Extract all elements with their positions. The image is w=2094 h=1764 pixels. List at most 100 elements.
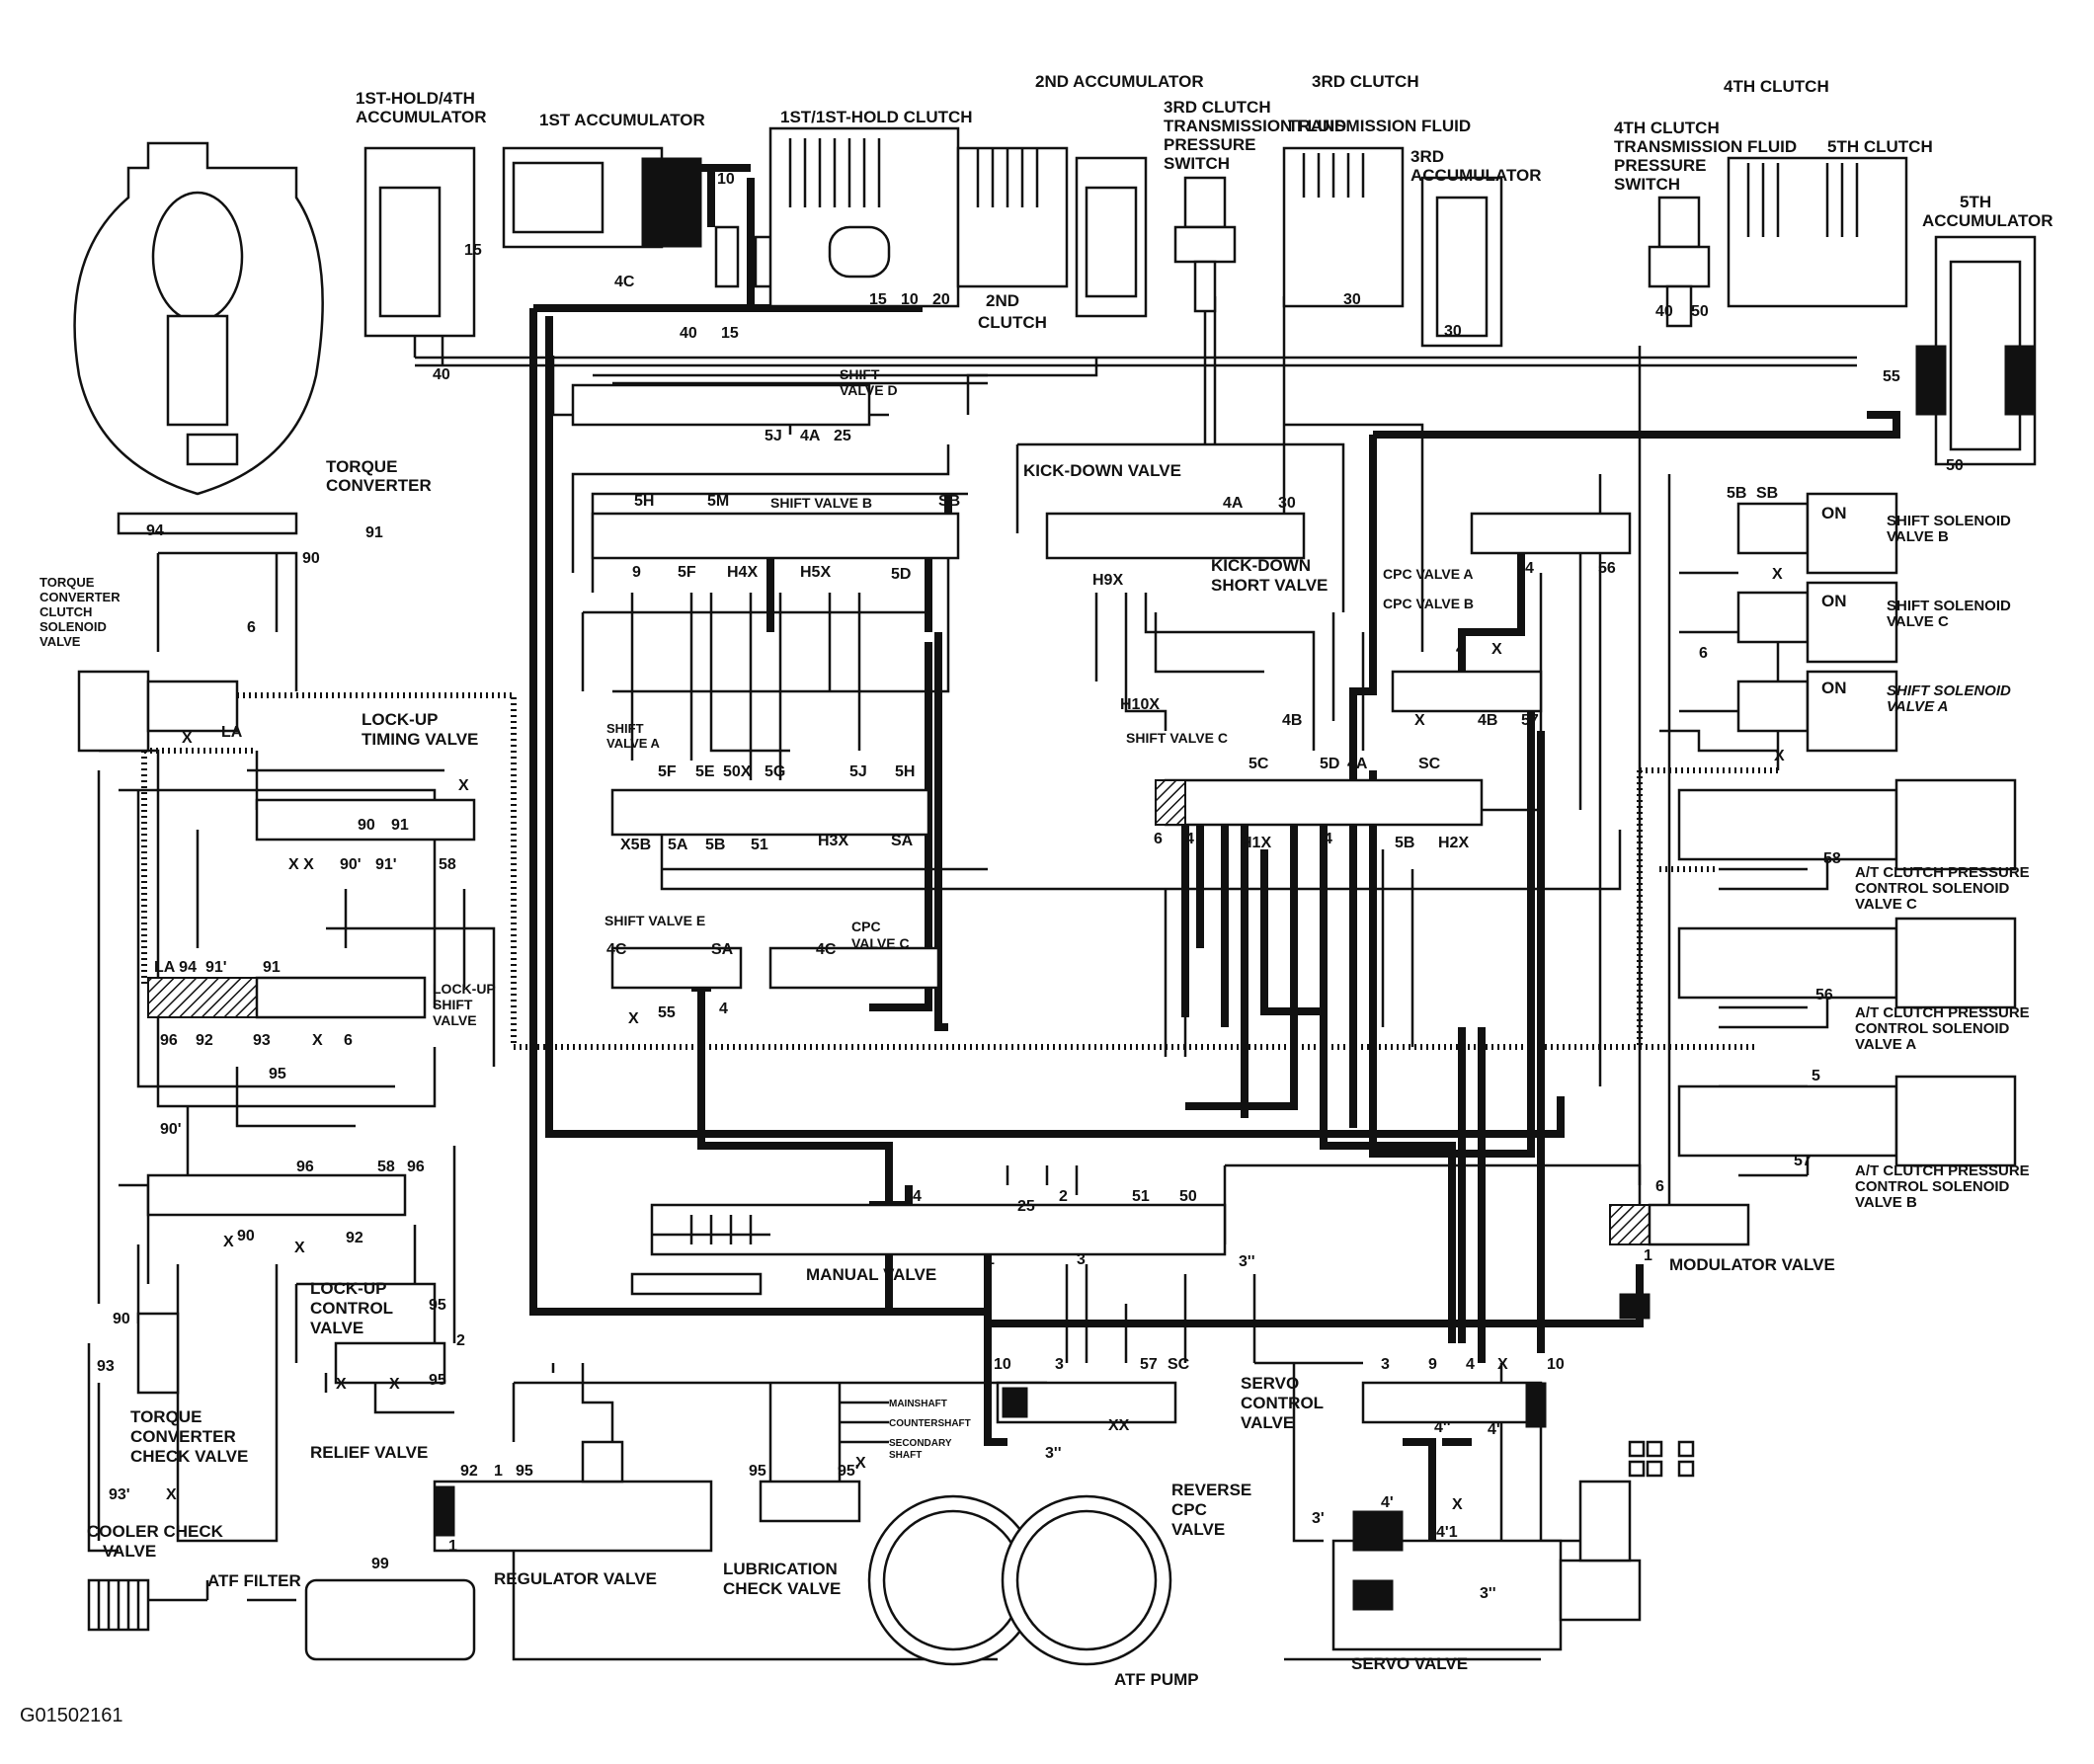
port-label: 3 xyxy=(1381,1356,1390,1373)
port-label: X xyxy=(1497,1356,1508,1373)
port-label: 4 xyxy=(913,1188,922,1205)
port-label: 15 xyxy=(721,325,739,342)
port-label: X X xyxy=(288,856,314,873)
component-labels: 1ST-HOLD/4TH ACCUMULATOR 1ST ACCUMULATOR… xyxy=(20,72,2054,1726)
port-label: X xyxy=(182,730,193,747)
port-label: 91' xyxy=(375,856,397,873)
port-label: SB xyxy=(1756,485,1778,502)
solenoid-a-label: SHIFT SOLENOID VALVE A xyxy=(1887,682,2015,715)
port-label: 50X xyxy=(723,763,752,780)
third-clutch-switch-label: 3RD CLUTCH TRANSMISSION FLUID PRESSURE S… xyxy=(1164,98,1351,173)
port-label: 4C xyxy=(606,941,627,958)
port-label: 5G xyxy=(765,763,785,780)
port-label: 5E xyxy=(695,763,715,780)
lockup-control-valve-label: LOCK-UP CONTROL VALVE xyxy=(310,1279,397,1337)
port-label: X5B xyxy=(620,837,651,853)
pc-solenoid-b-label: A/T CLUTCH PRESSURE CONTROL SOLENOID VAL… xyxy=(1855,1163,2034,1211)
port-label: 10 xyxy=(717,171,735,188)
port-label: 90 xyxy=(237,1228,255,1244)
port-label: LA 94 xyxy=(154,959,197,976)
port-label: X xyxy=(628,1010,639,1027)
port-label: 5J xyxy=(765,428,782,444)
port-label: 40 xyxy=(1655,303,1673,320)
port-label: X xyxy=(1774,748,1785,764)
port-label: 40 xyxy=(680,325,697,342)
port-label: 3' xyxy=(1312,1510,1325,1527)
port-label: 4A xyxy=(1223,495,1244,512)
port-label: 6 xyxy=(1655,1178,1664,1195)
port-label: 4 xyxy=(1185,831,1194,847)
second-clutch-label: 2ND CLUTCH xyxy=(978,291,1047,332)
third-clutch-sub: TRANSMISSION FLUID xyxy=(1288,117,1471,135)
port-label: 4'' xyxy=(1434,1419,1451,1436)
regulator-valve-label: REGULATOR VALVE xyxy=(494,1569,657,1588)
port-label: 56 xyxy=(1598,560,1616,577)
port-label: 1 xyxy=(494,1463,503,1480)
port-label: 4A xyxy=(1347,756,1368,772)
port-label: SC xyxy=(1168,1356,1190,1373)
port-label: H4X xyxy=(727,564,758,581)
shaft-labels: MAINSHAFT COUNTERSHAFT SECONDARY SHAFT xyxy=(889,1399,974,1461)
port-label: 58 xyxy=(439,856,456,873)
third-clutch-label: 3RD CLUTCH xyxy=(1312,72,1419,91)
component-bodies xyxy=(73,126,2037,1666)
port-label: 5B xyxy=(705,837,725,853)
port-label: 15 xyxy=(869,291,887,308)
cooler-check-valve-label: COOLER CHECK VALVE xyxy=(87,1522,228,1561)
port-label: 4 xyxy=(1466,1356,1475,1373)
dotted-fluid-lines xyxy=(141,692,1778,1050)
port-label: 95 xyxy=(269,1066,286,1082)
port-label: 95 xyxy=(516,1463,533,1480)
solenoid-b-on: ON xyxy=(1821,504,1847,522)
servo-valve-label: SERVO VALVE xyxy=(1351,1654,1468,1673)
solenoid-b-label: SHIFT SOLENOID VALVE B xyxy=(1887,513,2015,545)
port-label: 40 xyxy=(433,366,450,383)
port-label: 58 xyxy=(377,1159,395,1175)
port-label: 3 xyxy=(1055,1356,1064,1373)
shift-valve-c-label: SHIFT VALVE C xyxy=(1126,730,1228,746)
port-label: 5 xyxy=(1812,1068,1820,1084)
port-label: 1 xyxy=(448,1538,457,1555)
port-label: 94 xyxy=(146,522,164,539)
port-label: 5C xyxy=(1248,756,1269,772)
port-label: H3X xyxy=(818,833,848,849)
modulator-valve-label: MODULATOR VALVE xyxy=(1669,1255,1835,1274)
port-label: 5M xyxy=(707,493,729,510)
port-label: X xyxy=(389,1376,400,1393)
manual-valve-label: MANUAL VALVE xyxy=(806,1265,936,1284)
port-label: 4' xyxy=(1381,1494,1394,1511)
port-label: 58 xyxy=(1823,850,1841,867)
atf-pump-label: ATF PUMP xyxy=(1114,1670,1199,1689)
first-hold-clutch-label: 1ST/1ST-HOLD CLUTCH xyxy=(780,108,973,126)
port-label: 5B xyxy=(1395,835,1414,851)
shift-valve-d-label: SHIFT VALVE D xyxy=(840,366,898,398)
port-label: 57 xyxy=(1521,712,1539,729)
port-label: 5D xyxy=(891,566,911,583)
port-label: 92 xyxy=(346,1230,363,1246)
port-label: 1 xyxy=(986,1251,995,1268)
port-label: 30 xyxy=(1343,291,1361,308)
port-label: 51 xyxy=(751,837,768,853)
port-label: 3 xyxy=(1077,1251,1086,1268)
port-label: 6 xyxy=(1699,645,1708,662)
port-label: 5J xyxy=(849,763,867,780)
fourth-clutch-switch-label: 4TH CLUTCH TRANSMISSION FLUID PRESSURE S… xyxy=(1614,119,1802,194)
port-label: X xyxy=(294,1240,305,1256)
port-label: X xyxy=(1452,1496,1463,1513)
second-accumulator-label: 2ND ACCUMULATOR xyxy=(1035,72,1204,91)
port-label: 50 xyxy=(1179,1188,1197,1205)
torque-converter-label: TORQUE CONVERTER xyxy=(326,457,432,495)
port-label: 6 xyxy=(1154,831,1163,847)
port-label: 5B xyxy=(1727,485,1746,502)
shift-valve-e-label: SHIFT VALVE E xyxy=(604,913,705,928)
port-label: 90 xyxy=(113,1311,130,1327)
port-label: X xyxy=(1772,566,1783,583)
port-label: 5F xyxy=(658,763,677,780)
port-label: X xyxy=(312,1032,323,1049)
lubrication-check-valve-label: LUBRICATION CHECK VALVE xyxy=(723,1560,843,1598)
port-label: 50 xyxy=(1946,457,1964,474)
port-label: 90 xyxy=(358,817,375,834)
figure-id: G01502161 xyxy=(20,1705,123,1726)
